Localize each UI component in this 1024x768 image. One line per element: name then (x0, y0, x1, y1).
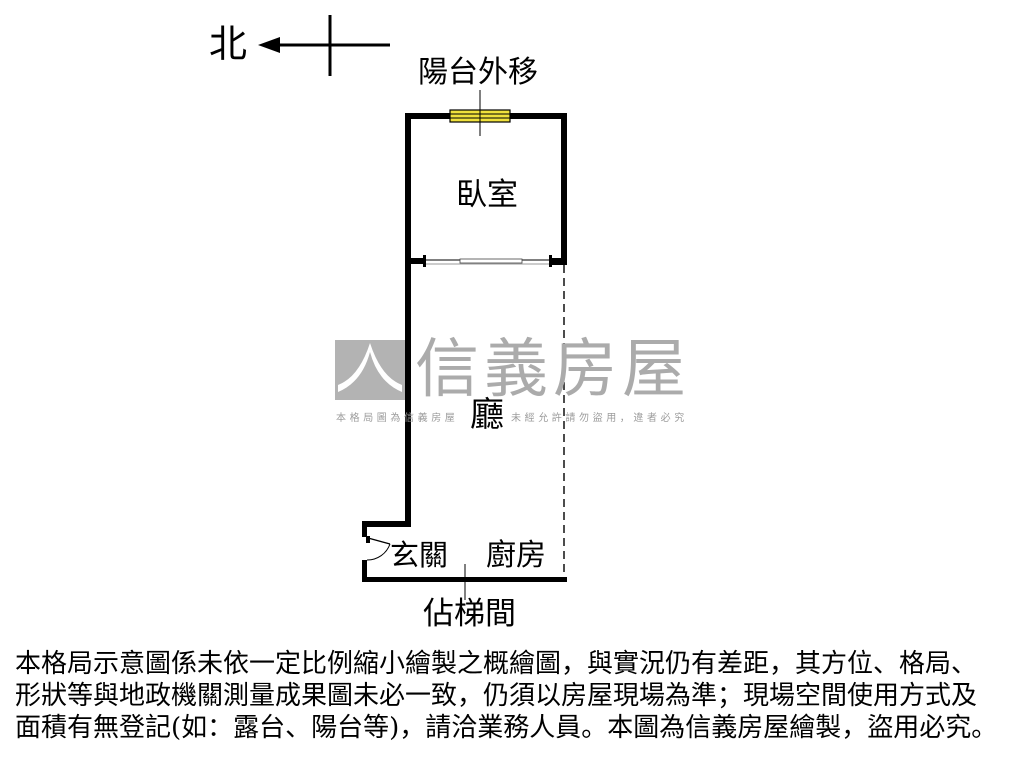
living-room-label: 廳 (470, 395, 504, 435)
top-wall-right (510, 113, 567, 119)
partition-stub-right (551, 258, 567, 265)
entry-wall-lower (362, 560, 367, 582)
entry-door-leaf (367, 537, 391, 545)
entry-door-swing-arc (366, 543, 391, 561)
disclaimer-line: 本格局示意圖係未依一定比例縮小繪製之概繪圖，與實況仍有差距，其方位、格局、 (15, 649, 978, 679)
entry-door (366, 536, 391, 561)
disclaimer-line: 形狀等與地政機關測量成果圖未必一致，仍須以房屋現場為準；現場空間使用方式及 (15, 681, 978, 711)
disclaimer-line: 面積有無登記(如：露台、陽台等)，請洽業務人員。本圖為信義房屋繪製，盜用必究。 (15, 713, 998, 743)
compass-arrowhead (258, 37, 280, 53)
kitchen-label: 廚房 (486, 538, 546, 573)
balcony-note-label: 陽台外移 (418, 55, 538, 90)
disclaimer-text: 本格局示意圖係未依一定比例縮小繪製之概繪圖，與實況仍有差距，其方位、格局、 形狀… (15, 648, 1015, 744)
sliding-door-panel (459, 258, 523, 264)
watermark-notice-right: 未經允許請勿盜用，違者必究 (511, 413, 688, 424)
entry-wall-upper (362, 521, 367, 537)
watermark-logo (335, 340, 405, 400)
watermark-notice-left: 本格局圖為信義房屋 (336, 413, 459, 424)
entrance-label: 玄關 (390, 538, 449, 572)
sliding-door-jamb-left (423, 255, 426, 267)
top-wall-left (405, 113, 450, 119)
left-wall (405, 113, 411, 527)
north-compass (258, 15, 390, 76)
watermark-brand: 信義房屋 (415, 333, 691, 407)
bedroom-right-wall (561, 113, 567, 265)
watermark-logo-roof-shape (338, 343, 402, 392)
bedroom-label: 臥室 (456, 177, 518, 213)
sliding-door (423, 255, 552, 267)
stairwell-label: 佔梯間 (423, 596, 516, 632)
entry-step-wall (362, 521, 411, 527)
entry-door-jamb (366, 536, 370, 543)
north-label: 北 (209, 22, 248, 66)
partition-stub-left (405, 258, 424, 264)
sliding-door-jamb-right (549, 255, 552, 267)
